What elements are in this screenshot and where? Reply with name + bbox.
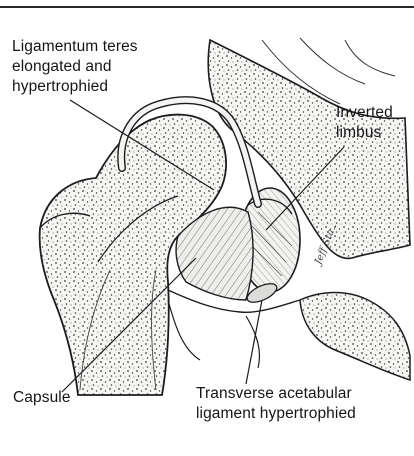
label-ligamentum-teres: Ligamentum teres elongated and hypertrop… bbox=[12, 37, 138, 97]
label-transverse-acetabular-ligament: Transverse acetabular ligament hypertrop… bbox=[196, 384, 356, 424]
ischium-bone bbox=[300, 293, 410, 381]
label-capsule: Capsule bbox=[13, 388, 71, 408]
label-inverted-limbus: Inverted limbus bbox=[336, 103, 393, 143]
